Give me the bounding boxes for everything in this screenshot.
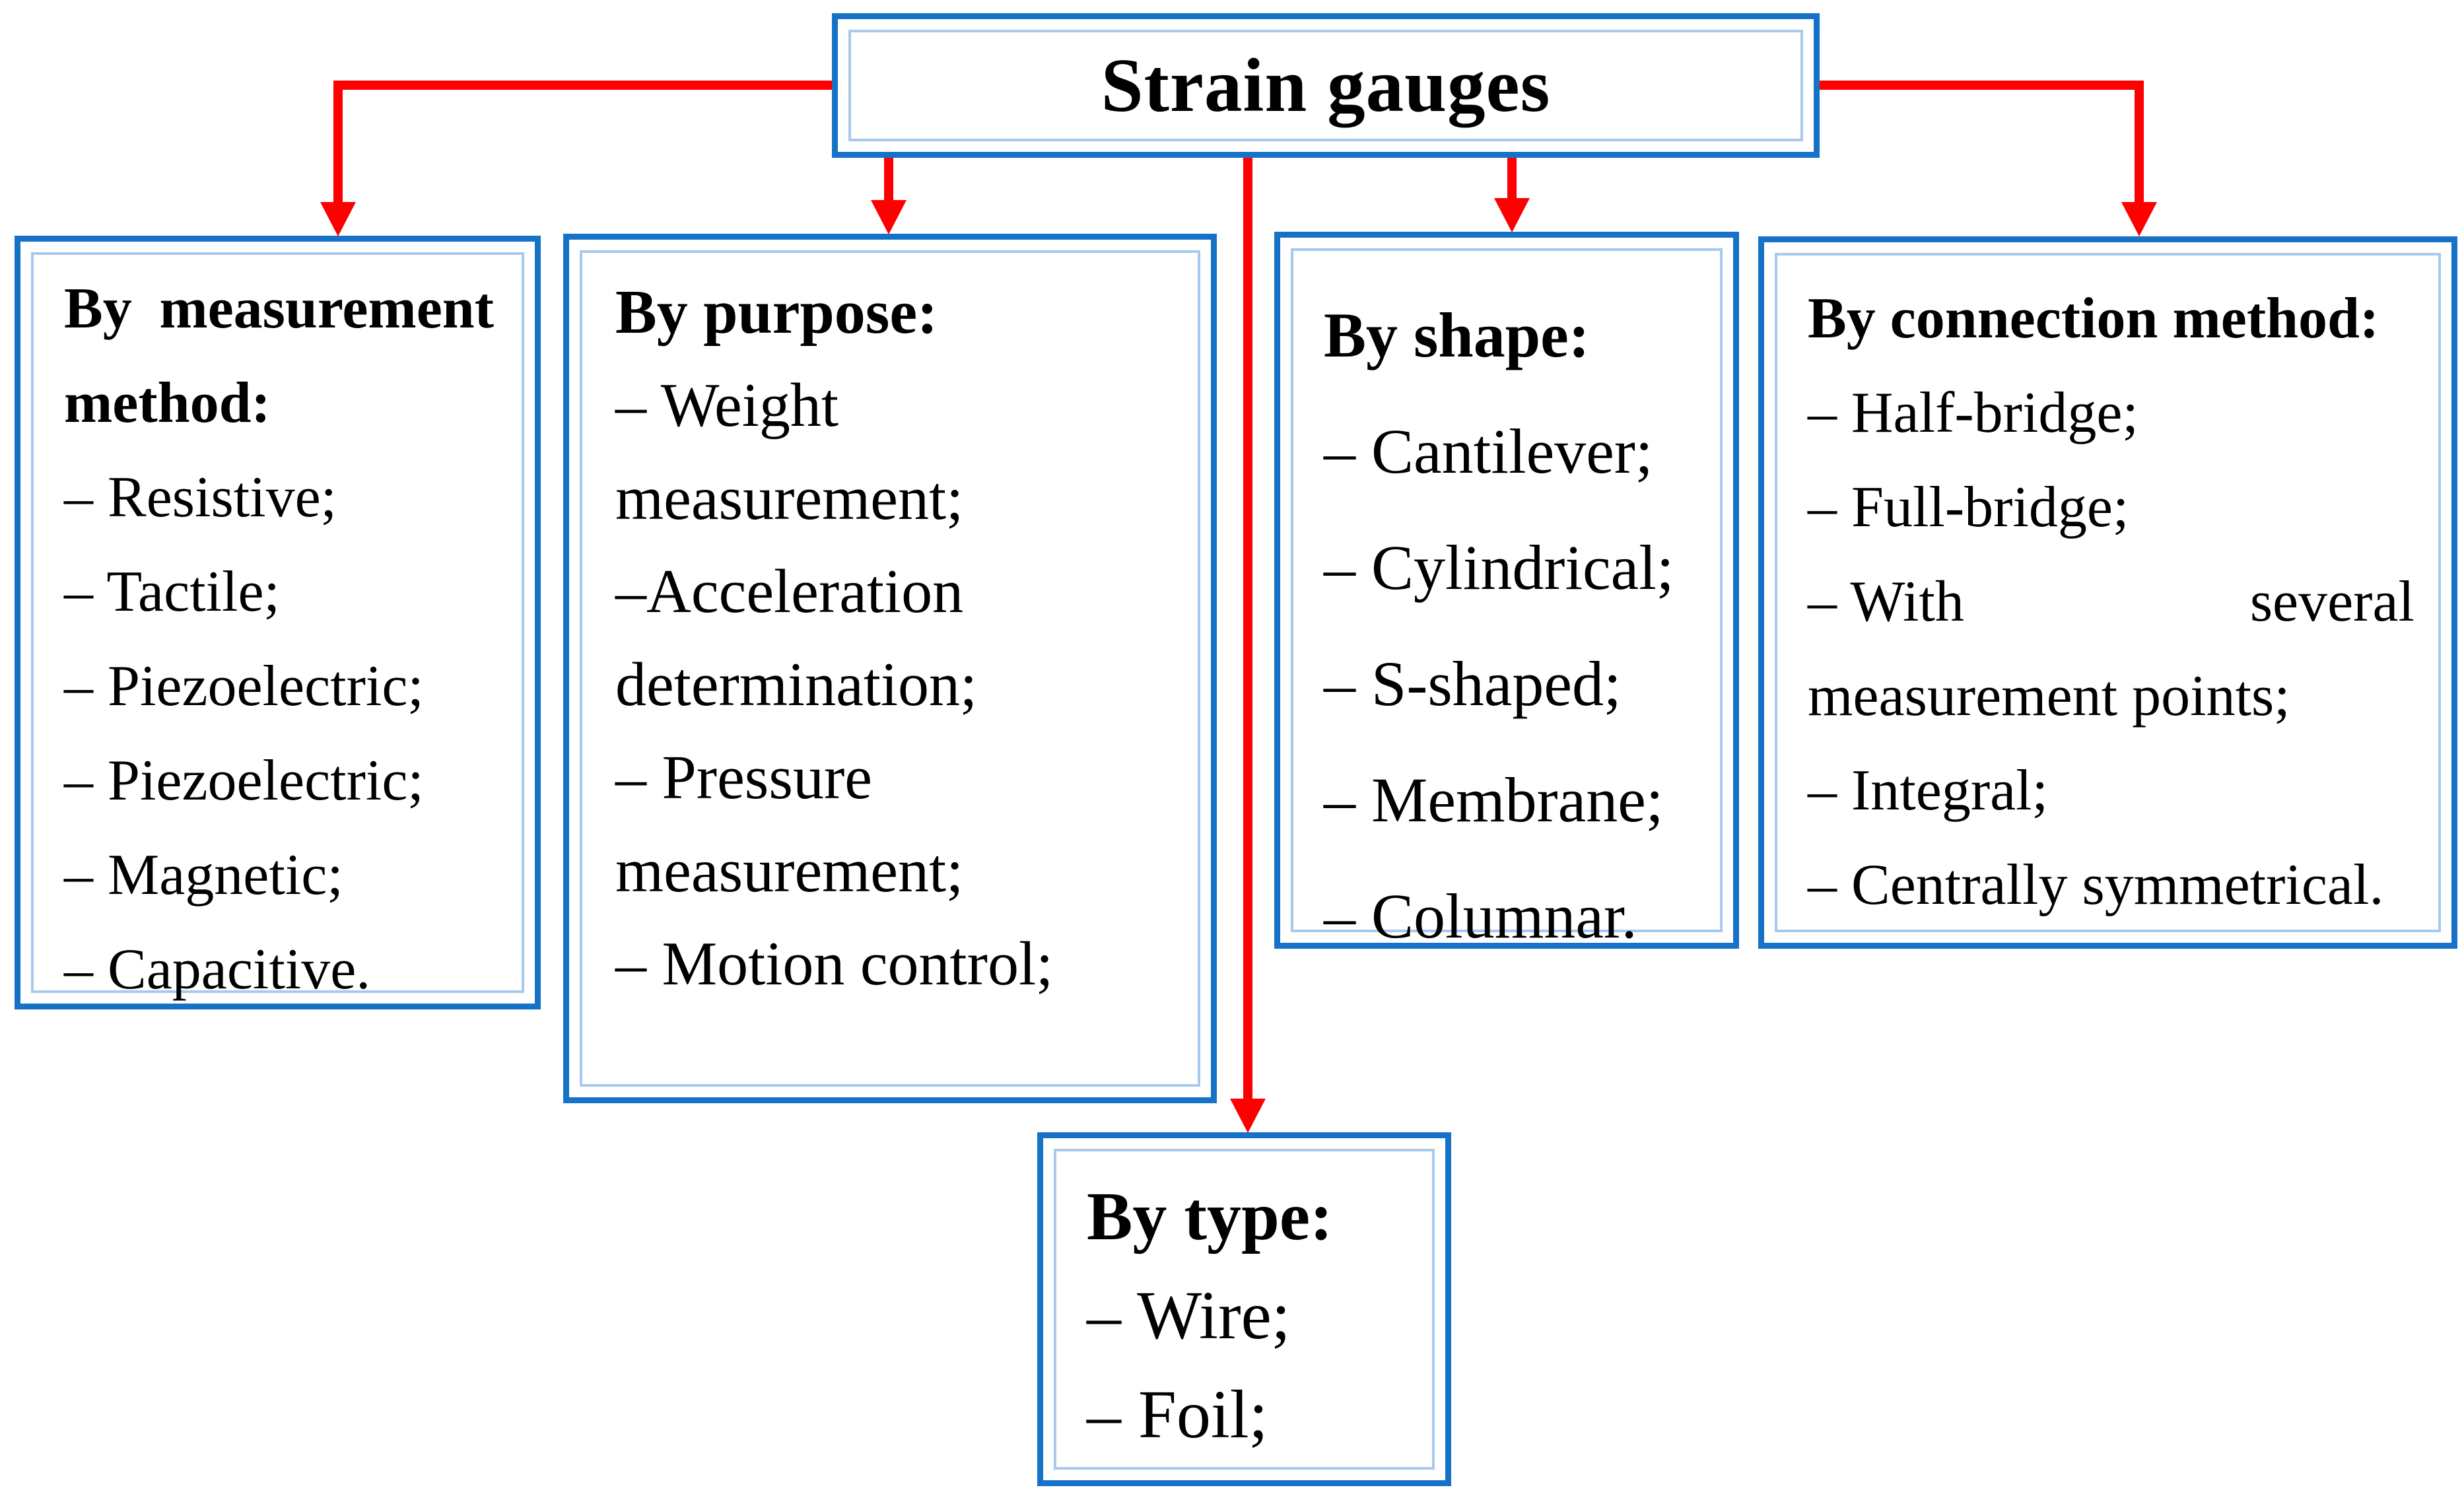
connector-right-horizontal <box>1817 81 2144 90</box>
box-by-type: By type: – Wire; – Foil; <box>1037 1132 1451 1486</box>
box-by-connection-method: By connection method: – Half-bridge; – F… <box>1758 236 2457 949</box>
connector-to-purpose-box <box>884 155 893 205</box>
list-item: – Piezoelectric; <box>64 749 424 813</box>
box-heading: By purpose: <box>615 278 938 347</box>
list-item: measurement; <box>615 464 964 533</box>
list-item: – Cylindrical; <box>1324 532 1674 603</box>
list-item: – Cantilever; <box>1324 416 1653 487</box>
connector-to-type-box <box>1243 155 1252 1101</box>
list-item: – Half-bridge; <box>1808 381 2139 445</box>
box-heading: By type: <box>1087 1178 1333 1254</box>
list-item: – Piezoelectric; <box>64 654 424 718</box>
arrowhead-to-purpose-box <box>871 200 907 234</box>
list-item: – Foil; <box>1087 1377 1268 1452</box>
box-by-shape: By shape: – Cantilever; – Cylindrical; –… <box>1274 232 1739 951</box>
list-item: – Columnar. <box>1324 881 1637 951</box>
list-item: – Wire; <box>1087 1278 1291 1353</box>
box-by-purpose: By purpose: – Weight measurement; –Accel… <box>563 234 1217 1103</box>
heading-word: measurement <box>159 277 494 341</box>
list-item: – Full-bridge; <box>1808 475 2129 539</box>
connector-to-shape-box <box>1507 155 1517 201</box>
list-item: measurement points; <box>1808 664 2290 728</box>
list-item: – Tactile; <box>64 560 280 624</box>
arrowhead-to-connection-box <box>2121 202 2157 236</box>
list-item: – Pressure <box>615 743 872 812</box>
strain-gauges-title-box: Strain gauges <box>832 13 1820 158</box>
box-heading: By shape: <box>1324 300 1590 370</box>
list-item: – Capacitive. <box>64 938 371 1002</box>
list-item: – Resistive; <box>64 465 337 529</box>
list-item: – Magnetic; <box>64 843 343 907</box>
item-word: – With <box>1808 570 1964 634</box>
list-item: determination; <box>615 650 978 719</box>
connector-left-horizontal <box>333 81 832 90</box>
box-heading: By measurement <box>64 261 494 356</box>
box-by-measurement-method: By measurement method: – Resistive; – Ta… <box>15 236 541 1009</box>
list-item: – Weight <box>615 371 838 440</box>
box-heading: method: <box>64 371 271 435</box>
list-item: – Motion control; <box>615 930 1054 998</box>
list-item: – With several <box>1808 555 2414 649</box>
list-item: – S-shaped; <box>1324 648 1622 719</box>
list-item: –Acceleration <box>615 557 964 626</box>
list-item: – Centrally symmetrical. <box>1808 853 2384 917</box>
arrowhead-to-measurement-box <box>320 202 356 236</box>
diagram-title: Strain gauges <box>1101 43 1551 127</box>
box-heading: By connection method: <box>1808 287 2379 351</box>
heading-word: By <box>64 277 132 341</box>
item-word: several <box>2249 570 2414 634</box>
list-item: – Membrane; <box>1324 765 1664 835</box>
list-item: – Integral; <box>1808 759 2049 823</box>
connector-right-vertical <box>2135 81 2144 209</box>
arrowhead-to-type-box <box>1230 1099 1266 1133</box>
connector-left-vertical <box>333 81 343 209</box>
list-item: measurement; <box>615 836 964 905</box>
arrowhead-to-shape-box <box>1494 198 1530 232</box>
